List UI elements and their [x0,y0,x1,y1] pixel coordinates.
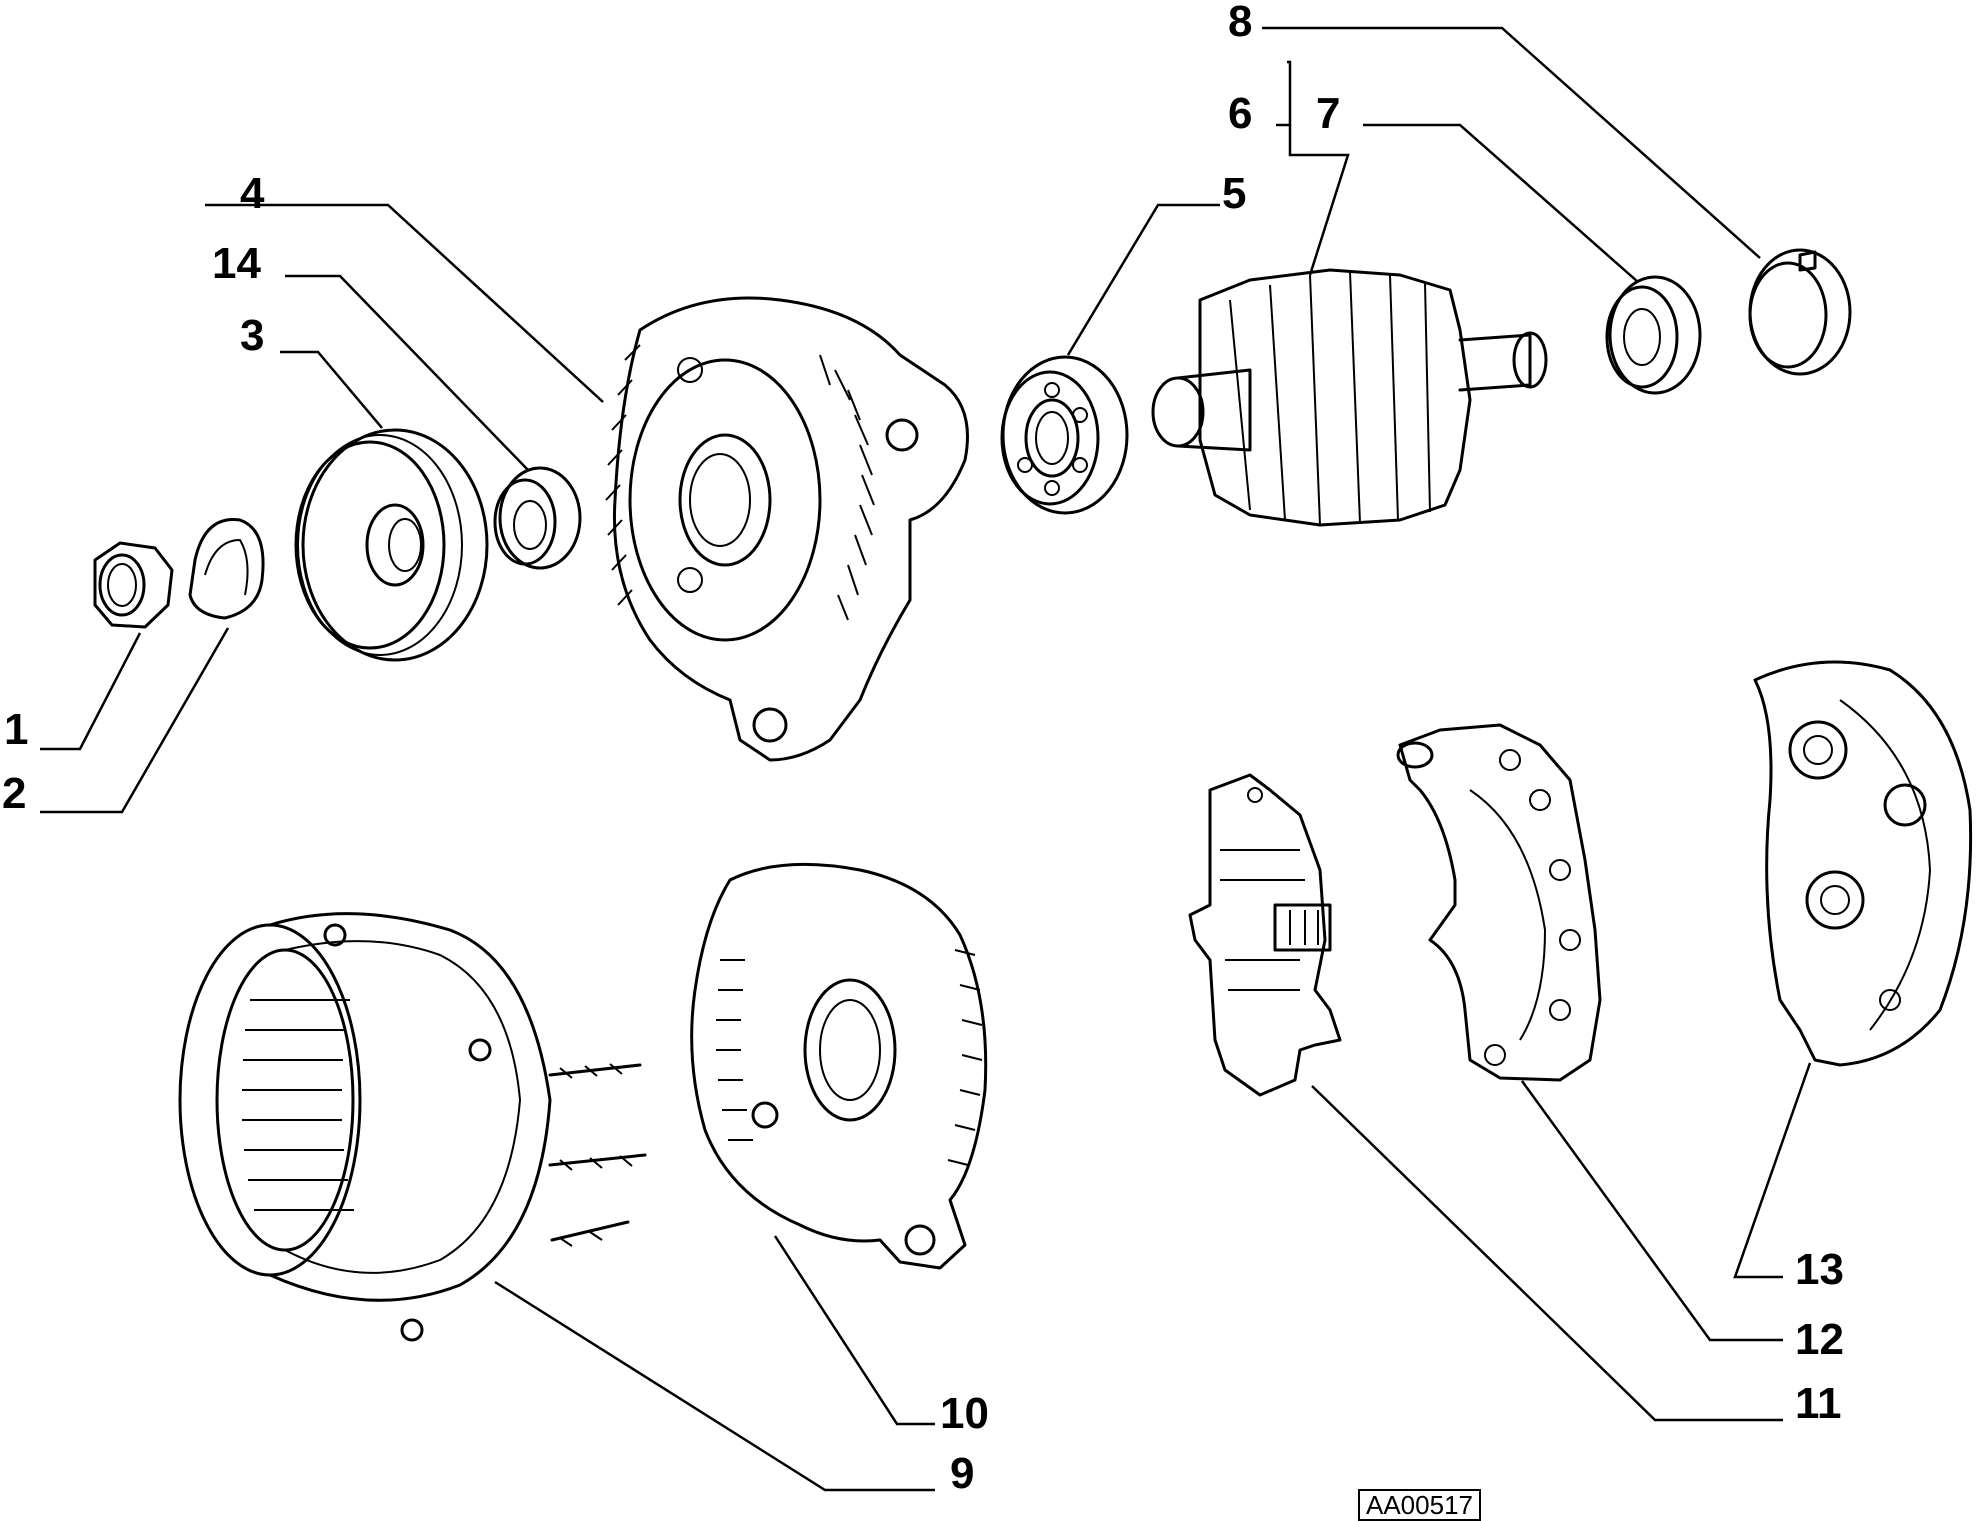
part-key [188,518,265,620]
callout-9: 9 [950,1449,975,1498]
part-rectifier [1396,723,1602,1082]
callout-3: 3 [240,311,265,360]
callout-14: 14 [212,239,261,288]
part-rotor [1151,268,1548,527]
callout-10: 10 [940,1389,989,1438]
callout-4: 4 [240,169,265,218]
part-front-bearing [1000,355,1129,515]
callout-7: 7 [1316,89,1341,138]
callout-5: 5 [1222,169,1247,218]
callout-8: 8 [1228,0,1253,46]
part-rear-bearing [1605,275,1702,395]
part-front-housing [605,296,969,762]
callout-1: 1 [4,705,29,754]
part-spacer [493,466,582,570]
callout-2: 2 [2,769,27,818]
part-pulley [294,428,489,662]
callout-11: 11 [1795,1379,1842,1428]
callout-6: 6 [1228,89,1253,138]
callout-13: 13 [1795,1245,1844,1294]
part-nut [93,541,174,629]
part-regulator [1188,773,1342,1097]
part-stator [178,912,647,1342]
callout-12: 12 [1795,1315,1844,1364]
drawing-code: AA00517 [1358,1489,1481,1521]
part-rear-housing [690,862,988,1270]
part-bearing-cover [1748,248,1852,376]
part-cover [1753,660,1973,1067]
leader-lines [40,26,1812,1492]
